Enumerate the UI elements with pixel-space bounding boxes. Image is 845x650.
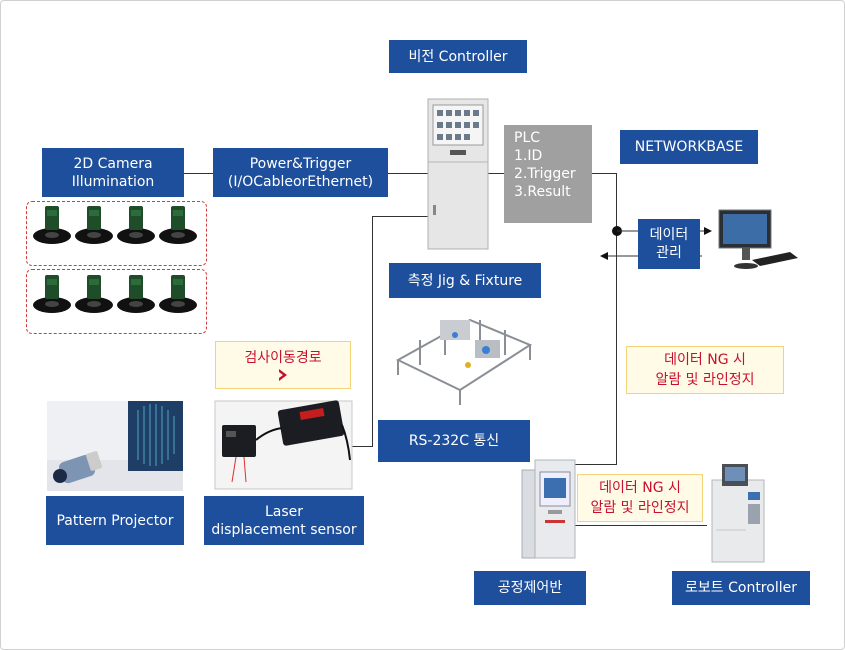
network-bus-vertical	[616, 173, 617, 465]
pattern-projector-label: Pattern Projector	[46, 496, 184, 545]
connector-camera-power	[184, 173, 213, 174]
vision-controller-label: 비전 Controller	[389, 40, 527, 73]
rs232-label: RS-232C 통신	[378, 420, 530, 462]
inspection-path-text: 검사이동경로	[244, 350, 322, 366]
alarm-box-bottom: 데이터 NG 시 알람 및 라인정지	[577, 474, 703, 522]
connector-cabinet-plc	[488, 173, 504, 174]
robot-controller-label: 로보트 Controller	[672, 571, 810, 605]
connector-cabinet-sensor-h	[372, 216, 428, 217]
arrow-head-right	[704, 227, 712, 235]
plc-text: PLC 1.ID 2.Trigger 3.Result	[514, 130, 576, 200]
plc-box: PLC 1.ID 2.Trigger 3.Result	[504, 125, 592, 223]
camera-group-top	[26, 201, 207, 266]
process-panel-label: 공정제어반	[474, 571, 586, 605]
connector-cabinet-sensor-v	[372, 216, 373, 446]
connector-plc-bus	[592, 173, 617, 174]
power-trigger-text: Power&Trigger (I/OCableorEthernet)	[227, 155, 374, 190]
inspection-path-box: 검사이동경로	[215, 341, 351, 389]
camera-illumination-text: 2D Camera Illumination	[71, 155, 155, 190]
connector-sensor-h	[352, 446, 373, 447]
data-management-label: 데이터 관리	[638, 219, 700, 269]
alarm-bottom-text: 데이터 NG 시 알람 및 라인정지	[590, 480, 690, 516]
arrow-head-left	[600, 252, 608, 260]
connector-power-cabinet	[388, 173, 428, 174]
power-trigger-label: Power&Trigger (I/OCableorEthernet)	[213, 148, 388, 197]
laser-sensor-text: Laser displacement sensor	[211, 503, 357, 538]
jig-fixture-label: 측정 Jig & Fixture	[389, 263, 541, 298]
camera-group-bottom	[26, 269, 207, 334]
alarm-top-text: 데이터 NG 시 알람 및 라인정지	[655, 352, 755, 388]
connector-bus-panel	[565, 464, 617, 465]
camera-illumination-label: 2D Camera Illumination	[42, 148, 184, 197]
connector-panel-robot	[572, 525, 707, 526]
alarm-box-top: 데이터 NG 시 알람 및 라인정지	[626, 346, 784, 394]
laser-sensor-label: Laser displacement sensor	[204, 496, 364, 545]
networkbase-label: NETWORKBASE	[620, 130, 758, 164]
data-management-text: 데이터 관리	[649, 227, 689, 261]
chevron-right-icon	[279, 369, 287, 381]
